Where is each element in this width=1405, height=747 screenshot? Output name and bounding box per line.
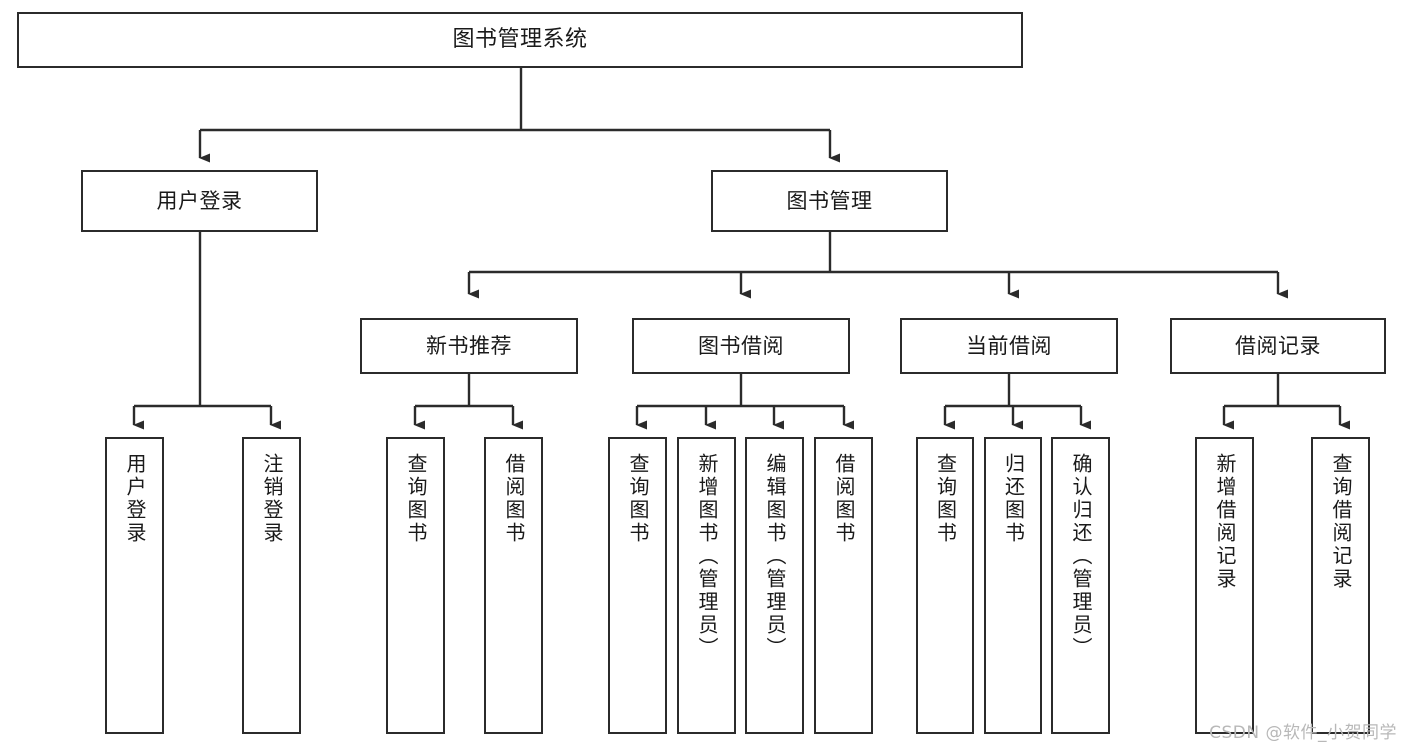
node-label: 查询图书 [626, 453, 650, 545]
node-book-borrow[interactable]: 图书借阅 [632, 318, 850, 374]
node-label: 查询图书 [404, 453, 428, 545]
leaf-record-add-record[interactable]: 新增借阅记录 [1195, 437, 1254, 734]
node-label: 当前借阅 [966, 333, 1052, 358]
node-label: 查询图书 [933, 453, 958, 545]
node-label: 图书借阅 [698, 333, 784, 358]
leaf-record-query-record[interactable]: 查询借阅记录 [1311, 437, 1370, 734]
node-borrow-record[interactable]: 借阅记录 [1170, 318, 1386, 374]
leaf-user-login-signin[interactable]: 用户登录 [105, 437, 164, 734]
leaf-user-login-signout[interactable]: 注销登录 [242, 437, 301, 734]
node-label: 查询借阅记录 [1329, 453, 1353, 591]
node-label: 用户登录 [123, 453, 147, 545]
node-label: 图书管理系统 [452, 27, 588, 53]
node-current-borrow[interactable]: 当前借阅 [900, 318, 1118, 374]
node-label: 图书管理 [786, 188, 873, 213]
node-label: 用户登录 [156, 188, 243, 213]
leaf-current-return-book[interactable]: 归还图书 [984, 437, 1042, 734]
node-user-login[interactable]: 用户登录 [81, 170, 318, 232]
node-label: 确认归还（管理员） [1069, 453, 1093, 660]
node-label: 归还图书 [1001, 453, 1026, 545]
leaf-borrow-edit-book-admin[interactable]: 编辑图书（管理员） [745, 437, 804, 734]
node-label: 借阅图书 [832, 453, 856, 545]
leaf-current-query-book[interactable]: 查询图书 [916, 437, 974, 734]
node-label: 新增图书（管理员） [695, 453, 719, 660]
node-label: 新书推荐 [426, 333, 512, 358]
node-root-system[interactable]: 图书管理系统 [17, 12, 1023, 68]
node-label: 新增借阅记录 [1213, 453, 1237, 591]
leaf-borrow-query-book[interactable]: 查询图书 [608, 437, 667, 734]
leaf-borrow-borrow-book[interactable]: 借阅图书 [814, 437, 873, 734]
leaf-recommend-borrow-book[interactable]: 借阅图书 [484, 437, 543, 734]
node-new-book-recommend[interactable]: 新书推荐 [360, 318, 578, 374]
leaf-borrow-add-book-admin[interactable]: 新增图书（管理员） [677, 437, 736, 734]
node-label: 注销登录 [260, 453, 284, 545]
node-label: 借阅记录 [1235, 333, 1321, 358]
node-label: 借阅图书 [502, 453, 526, 545]
node-label: 编辑图书（管理员） [763, 453, 787, 660]
csdn-watermark: CSDN @软件_小贺同学 [1209, 723, 1397, 743]
leaf-recommend-query-book[interactable]: 查询图书 [386, 437, 445, 734]
node-book-management[interactable]: 图书管理 [711, 170, 948, 232]
leaf-current-confirm-return-admin[interactable]: 确认归还（管理员） [1051, 437, 1110, 734]
